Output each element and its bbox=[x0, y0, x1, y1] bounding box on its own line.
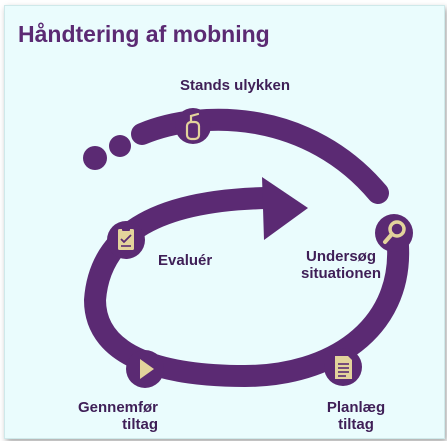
cycle-loop bbox=[83, 187, 410, 388]
step-label-gennemfoer: Gennemfør tiltag bbox=[62, 399, 158, 433]
magnifier-icon bbox=[375, 214, 413, 252]
continuation-dot bbox=[83, 146, 107, 170]
step-label-line: Undersøg bbox=[305, 248, 376, 265]
continuation-dot bbox=[109, 135, 131, 157]
step-label-line: Planlæg bbox=[326, 399, 386, 416]
page-title: Håndtering af mobning bbox=[18, 21, 270, 47]
step-label-planlaeg: Planlæg tiltag bbox=[326, 399, 386, 433]
step-label-evaluer: Evaluér bbox=[158, 252, 213, 269]
cycle-arrowhead bbox=[262, 177, 308, 240]
step-label-line: Gennemfør bbox=[77, 399, 158, 416]
step-label-line: tiltag bbox=[338, 416, 374, 433]
fire-extinguisher-icon bbox=[175, 108, 211, 144]
step-label-undersoeg: Undersøg situationen bbox=[296, 248, 386, 282]
step-label-line: situationen bbox=[300, 265, 381, 282]
play-icon bbox=[126, 350, 164, 388]
step-label-stands-ulykken: Stands ulykken bbox=[180, 77, 291, 94]
top-arc bbox=[131, 108, 389, 204]
document-list-icon bbox=[324, 348, 362, 386]
step-label-line: tiltag bbox=[122, 416, 158, 433]
checklist-icon bbox=[107, 221, 145, 259]
